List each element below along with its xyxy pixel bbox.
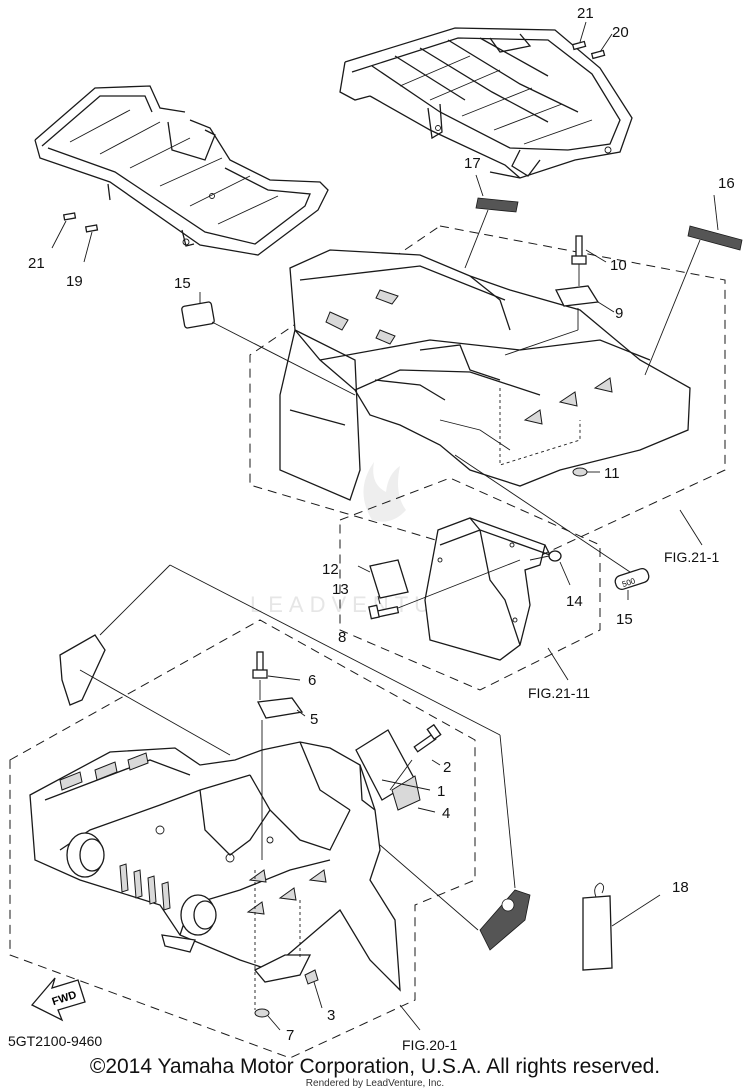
plate-4 [391, 775, 421, 811]
callout-21-top: 21 [577, 5, 594, 22]
washer-14 [548, 550, 562, 562]
callout-5: 5 [310, 711, 318, 728]
callout-17: 17 [464, 155, 481, 172]
rear-fender [279, 249, 691, 501]
plate-12 [369, 559, 409, 599]
callout-1: 1 [437, 783, 445, 800]
emblem-16 [687, 225, 743, 251]
catalog-code: 5GT2100-9460 [8, 1033, 102, 1049]
callout-19: 19 [66, 273, 83, 290]
callout-15-left: 15 [174, 275, 191, 292]
callout-2: 2 [443, 759, 451, 776]
copyright-notice: ©2014 Yamaha Motor Corporation, U.S.A. A… [89, 1055, 661, 1078]
callout-4: 4 [442, 805, 450, 822]
callout-6: 6 [308, 672, 316, 689]
tag-18 [582, 882, 613, 971]
callout-9: 9 [615, 305, 623, 322]
emblem-17 [475, 197, 519, 213]
callout-10: 10 [610, 257, 627, 274]
screw-2 [413, 723, 442, 753]
callout-13: 13 [332, 581, 349, 598]
pad-19 [84, 224, 99, 233]
callout-20: 20 [612, 24, 629, 41]
rendered-by-credit: Rendered by LeadVenture, Inc. [305, 1078, 445, 1089]
callout-12: 12 [322, 561, 339, 578]
fig-ref-20-1: FIG.20-1 [402, 1037, 457, 1053]
callout-15-right: 15 [616, 611, 633, 628]
washer-11 [572, 467, 588, 477]
decal-15-right: 500 [614, 567, 650, 591]
fig-ref-21-1: FIG.21-1 [664, 549, 719, 565]
callout-7: 7 [286, 1027, 294, 1044]
fwd-arrow: FWD [30, 977, 86, 1022]
front-carrier [34, 85, 329, 256]
side-emblem [59, 634, 106, 706]
front-fender-box [9, 619, 476, 1059]
callout-11: 11 [604, 465, 620, 482]
screw-6 [252, 651, 268, 679]
flap-box [339, 477, 601, 691]
callout-14: 14 [566, 593, 583, 610]
front-fender [29, 741, 401, 1010]
washer-7 [254, 1008, 270, 1018]
callout-16: 16 [718, 175, 735, 192]
decal-15-left [181, 301, 215, 329]
screw-10 [571, 235, 587, 265]
pad-21-top [571, 40, 587, 51]
washer-3 [304, 969, 319, 985]
screw-13 [368, 604, 400, 620]
flap [424, 517, 552, 661]
callout-21-left: 21 [28, 255, 45, 272]
callout-3: 3 [327, 1007, 335, 1024]
rear-carrier [339, 27, 633, 179]
pad-21-left [62, 212, 77, 221]
decal-500-text: 500 [621, 576, 637, 589]
plate-9 [555, 285, 600, 307]
front-emblem [479, 889, 531, 951]
plate-5 [257, 697, 304, 719]
callout-18: 18 [672, 879, 689, 896]
callout-8: 8 [338, 629, 346, 646]
pad-20 [590, 49, 606, 60]
fig-ref-21-11: FIG.21-11 [528, 685, 590, 701]
